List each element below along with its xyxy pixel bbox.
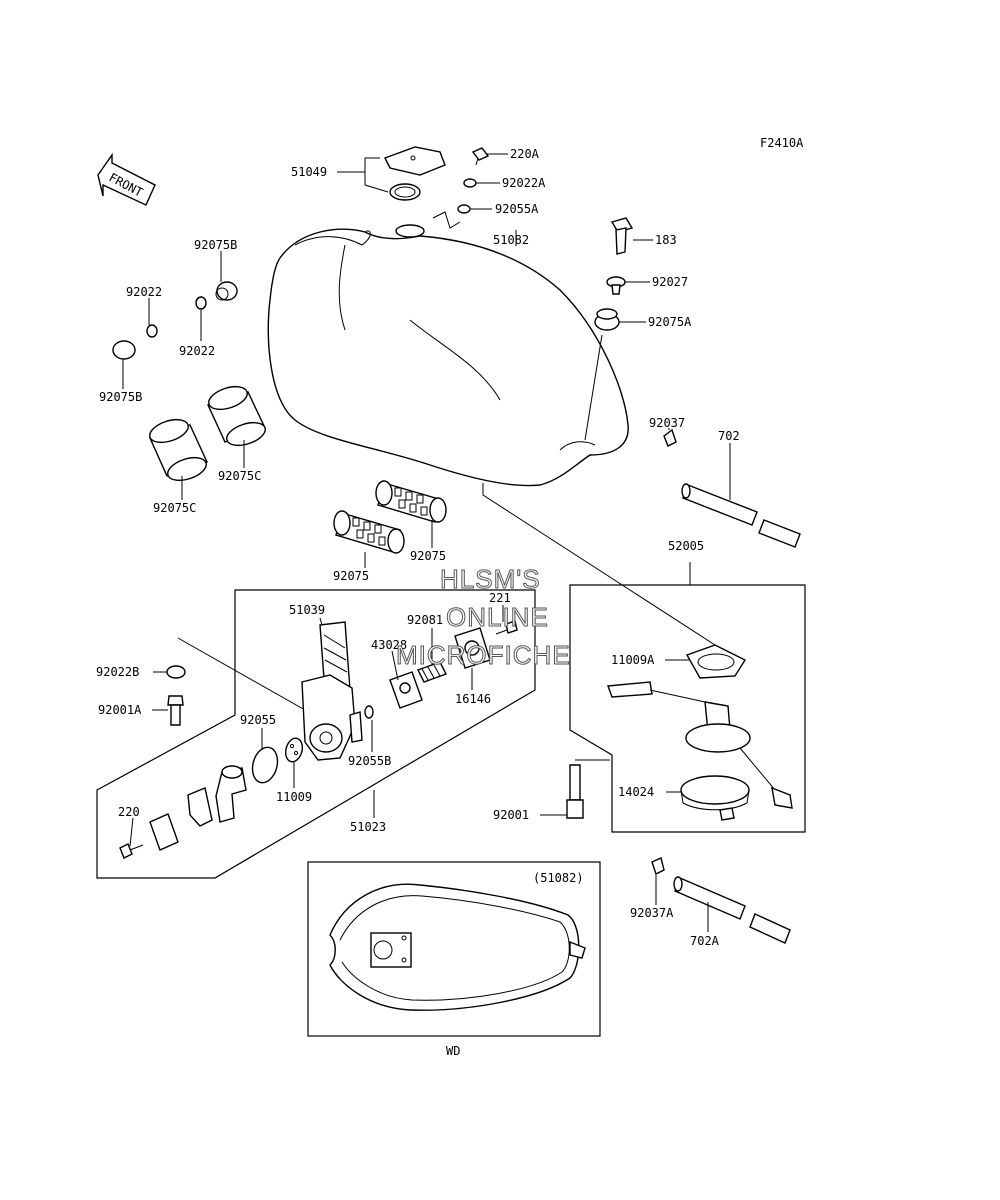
clip-92037a <box>651 857 665 875</box>
fuel-sender-unit <box>607 681 793 809</box>
callout-92001a: 92001A <box>98 703 142 717</box>
callout-92022-left: 92022 <box>126 285 162 299</box>
callout-92022a: 92022A <box>502 176 546 190</box>
callout-92075c-right: 92075C <box>218 469 261 483</box>
spring-92081 <box>417 661 447 683</box>
callout-16146: 16146 <box>455 692 491 706</box>
grommet-92075a <box>594 308 620 331</box>
damper-92075b-top <box>215 281 238 301</box>
callout-labels: 51049 220A 92022A 92055A 183 51082 92027… <box>96 147 740 948</box>
callout-51082: 51082 <box>493 233 529 247</box>
hose-702a <box>673 876 791 944</box>
callout-92075a: 92075A <box>648 315 692 329</box>
filler-cap-plate <box>384 146 446 201</box>
washer-92022-mid <box>195 296 207 310</box>
callout-92037: 92037 <box>649 416 685 430</box>
plate-16146 <box>454 627 491 669</box>
callout-92022-mid: 92022 <box>179 344 215 358</box>
callout-51049: 51049 <box>291 165 327 179</box>
watermark: HLSM'S ONLINE MICROFICHE <box>396 564 571 671</box>
fuel-sender-frame <box>569 584 806 833</box>
fuel-cock-body <box>301 674 363 761</box>
callout-92027: 92027 <box>652 275 688 289</box>
callout-92022b: 92022B <box>96 665 139 679</box>
rubber-92075-right <box>375 480 447 523</box>
callout-92075b-left: 92075B <box>99 390 142 404</box>
callout-220: 220 <box>118 805 140 819</box>
clip-92037 <box>663 428 677 447</box>
bolt-92001 <box>566 764 584 819</box>
inset-ref-label: (51082) <box>533 871 584 885</box>
callout-92055: 92055 <box>240 713 276 727</box>
front-arrow-icon: FRONT <box>97 152 156 206</box>
callout-183: 183 <box>655 233 677 247</box>
callout-92055a: 92055A <box>495 202 539 216</box>
callout-92037a: 92037A <box>630 906 674 920</box>
callout-51023: 51023 <box>350 820 386 834</box>
bolt-183 <box>610 217 634 255</box>
hose-702 <box>681 483 801 548</box>
screw-220 <box>119 843 144 859</box>
bolt-92001a <box>167 695 184 726</box>
housing-43028 <box>389 671 423 709</box>
callout-702a: 702A <box>690 934 720 948</box>
washer-92022-left <box>146 324 158 338</box>
callout-92081: 92081 <box>407 613 443 627</box>
strainer <box>215 765 247 823</box>
o-ring-92055b <box>364 705 374 719</box>
gasket-11009a <box>685 644 747 679</box>
gasket-11009 <box>284 737 304 763</box>
watermark-line-2: ONLINE <box>446 602 549 632</box>
callout-221: 221 <box>489 591 511 605</box>
bracket-14024 <box>680 775 750 821</box>
screw-221 <box>495 620 518 635</box>
inset-frame <box>307 861 601 1037</box>
callout-92055b: 92055B <box>348 754 391 768</box>
screw-220a <box>471 147 490 166</box>
callout-14024: 14024 <box>618 785 654 799</box>
watermark-line-1: HLSM'S <box>440 564 541 594</box>
leader-lines <box>122 153 731 932</box>
callout-11009: 11009 <box>276 790 312 804</box>
callout-92075-left: 92075 <box>333 569 369 583</box>
rubber-92075-left <box>333 510 405 554</box>
collar-92027 <box>606 276 626 295</box>
washer-92022a <box>463 178 477 188</box>
damper-92075c-right <box>207 385 266 447</box>
cover-plate <box>149 813 179 851</box>
damper-92075c-left <box>149 418 208 482</box>
fuel-cock-assembly-frame <box>96 589 536 879</box>
callout-52005: 52005 <box>668 539 704 553</box>
inset-tank-top-view <box>329 883 586 1011</box>
callout-92001: 92001 <box>493 808 529 822</box>
watermark-line-3: MICROFICHE <box>396 640 571 670</box>
fuel-tank <box>267 224 629 487</box>
callout-11009a: 11009A <box>611 653 655 667</box>
callout-220a: 220A <box>510 147 540 161</box>
callout-92075-right: 92075 <box>410 549 446 563</box>
callout-92075c-left: 92075C <box>153 501 196 515</box>
callout-92075b-top: 92075B <box>194 238 237 252</box>
gasket-plate <box>187 787 213 827</box>
callout-43028: 43028 <box>371 638 407 652</box>
figure-code: F2410A <box>760 136 804 150</box>
callout-702: 702 <box>718 429 740 443</box>
o-ring-92055 <box>251 746 279 784</box>
washer-92022b <box>166 665 186 679</box>
o-ring-92055a <box>457 204 471 214</box>
callout-51039: 51039 <box>289 603 325 617</box>
inset-caption: WD <box>446 1044 460 1058</box>
damper-92075b-left <box>112 340 136 360</box>
